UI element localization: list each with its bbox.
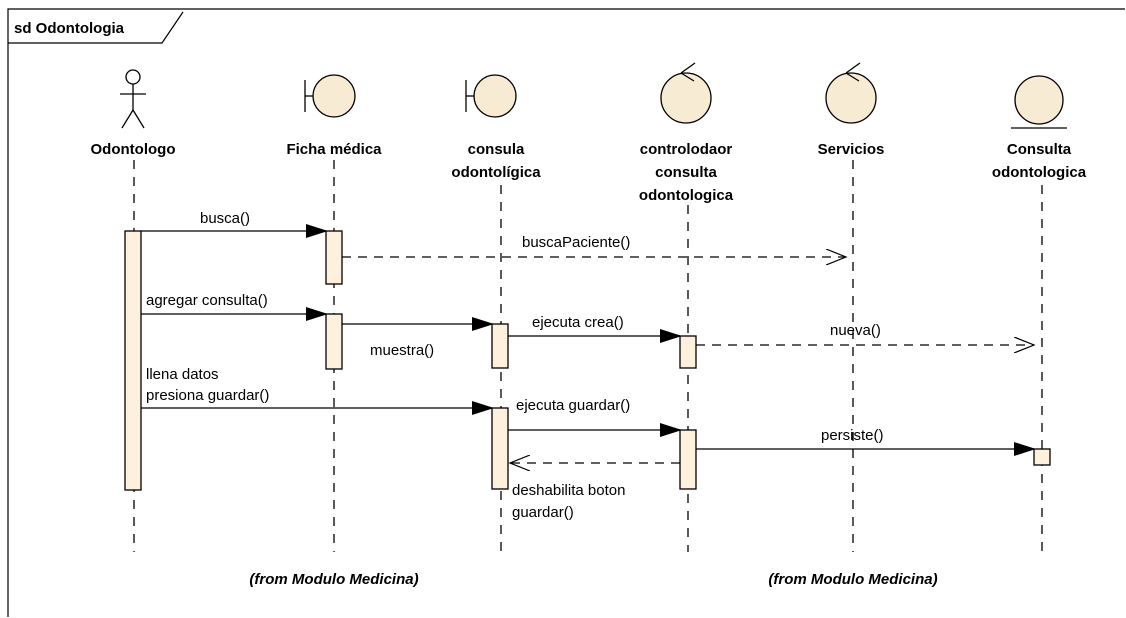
message-ejecuta-guardar-label: ejecuta guardar() — [516, 397, 630, 414]
activation-controlador-1 — [679, 335, 697, 369]
message-labels: busca() buscaPaciente() agregar consulta… — [146, 210, 884, 521]
message-llena-label-2: presiona guardar() — [146, 387, 269, 404]
lifeline-name-ficha: Ficha médica — [286, 141, 382, 158]
message-llena-label-1: llena datos — [146, 366, 219, 383]
boundary-icon — [304, 74, 356, 118]
lifeline-name-servicios: Servicios — [818, 141, 885, 158]
activation-consulta-2 — [491, 407, 509, 490]
control-icon — [660, 62, 712, 124]
message-persiste-label: persiste() — [821, 427, 884, 444]
lifeline-name-controlador-2: consulta — [655, 164, 717, 181]
activation-actor — [124, 230, 142, 491]
actor-icon — [120, 69, 146, 129]
lifeline-name-controlador-1: controlodaor — [640, 141, 733, 158]
control-icon — [825, 62, 877, 124]
frame-label: sd Odontologia — [14, 20, 125, 37]
message-agregar-label: agregar consulta() — [146, 292, 268, 309]
entity-icon — [1011, 75, 1067, 129]
message-ejecuta-crea-label: ejecuta crea() — [532, 314, 624, 331]
activation-consulta-1 — [491, 323, 509, 369]
lifeline-name-consulta-2: odontolígica — [451, 164, 541, 181]
message-deshabilita-label-1: deshabilita boton — [512, 482, 625, 499]
activation-ficha-2 — [325, 313, 343, 370]
activation-ficha-1 — [325, 230, 343, 285]
lifeline-name-consulta-1: consula — [468, 141, 525, 158]
note-from-left: (from Modulo Medicina) — [249, 571, 418, 588]
lifeline-name-entidad-2: odontologica — [992, 164, 1087, 181]
lifeline-name-controlador-3: odontologica — [639, 187, 734, 204]
message-deshabilita-label-2: guardar() — [512, 504, 574, 521]
message-nueva-label: nueva() — [830, 322, 881, 339]
activation-entidad — [1033, 448, 1051, 466]
activations — [124, 230, 1051, 491]
message-busca-label: busca() — [200, 210, 250, 227]
message-buscapaciente-label: buscaPaciente() — [522, 234, 630, 251]
lifeline-names: Odontologo Ficha médica consula odontolí… — [91, 141, 1087, 204]
lifeline-name-actor: Odontologo — [91, 141, 176, 158]
messages — [141, 224, 1036, 463]
frame: sd Odontologia — [7, 8, 1125, 617]
note-from-right: (from Modulo Medicina) — [768, 571, 937, 588]
boundary-icon — [465, 74, 517, 118]
activation-controlador-2 — [679, 429, 697, 490]
message-muestra-label: muestra() — [370, 342, 434, 359]
lifeline-name-entidad-1: Consulta — [1007, 141, 1072, 158]
